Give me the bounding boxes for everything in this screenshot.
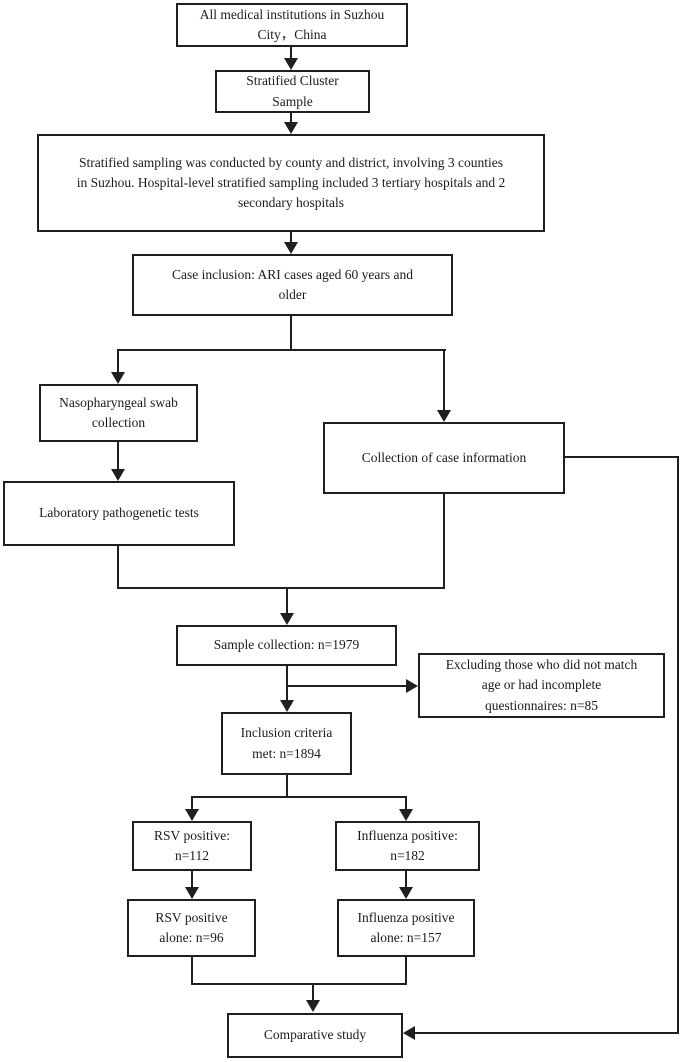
node-influenza-positive: Influenza positive: n=182 (335, 821, 480, 871)
connector-flu-to-alone (405, 871, 407, 888)
connector-flualone-to-merge (405, 957, 407, 985)
connector-caseinfo-right-exit (565, 456, 679, 458)
connector-caseinfo-to-merge (443, 494, 445, 589)
arrowhead-down-icon (280, 700, 294, 712)
connector-branch-to-excluding (286, 685, 407, 687)
node-excluding-label: Excluding those who did not match age or… (445, 657, 638, 713)
connector-split-to-caseinfo (443, 349, 445, 411)
arrowhead-left-icon (403, 1026, 415, 1040)
arrowhead-down-icon (399, 809, 413, 821)
node-stratified-cluster-sample: Stratified Cluster Sample (215, 70, 370, 113)
node-case-information-label: Collection of case information (361, 449, 527, 465)
connector-sampling-to-inclusion (290, 232, 292, 243)
node-laboratory-tests: Laboratory pathogenetic tests (3, 481, 235, 546)
node-influenza-alone: Influenza positive alone: n=157 (337, 899, 475, 957)
arrowhead-right-icon (406, 679, 418, 693)
connector-inclusion-split-bar (117, 349, 446, 351)
node-rsv-alone-label: RSV positive alone: n=96 (155, 909, 228, 945)
node-nasopharyngeal-swab: Nasopharyngeal swab collection (39, 384, 198, 442)
node-inclusion-criteria: Inclusion criteria met: n=1894 (221, 712, 352, 775)
node-influenza-alone-label: Influenza positive alone: n=157 (357, 909, 455, 945)
node-case-information: Collection of case information (323, 422, 565, 494)
arrowhead-down-icon (399, 887, 413, 899)
connector-lab-to-merge (117, 546, 119, 589)
node-inclusion-criteria-label: Inclusion criteria met: n=1894 (240, 725, 333, 761)
node-influenza-positive-label: Influenza positive: n=182 (357, 827, 458, 863)
arrowhead-down-icon (284, 122, 298, 134)
arrowhead-down-icon (111, 469, 125, 481)
node-comparative-study: Comparative study (227, 1013, 403, 1058)
node-all-institutions: All medical institutions in Suzhou City，… (176, 3, 408, 47)
arrowhead-down-icon (185, 809, 199, 821)
node-stratified-sampling-label: Stratified sampling was conducted by cou… (76, 154, 506, 211)
connector-rsv-to-alone (191, 871, 193, 888)
connector-swab-to-lab (117, 442, 119, 470)
connector-criteria-split-bar (191, 796, 407, 798)
arrowhead-down-icon (111, 372, 125, 384)
arrowhead-down-icon (284, 242, 298, 254)
connector-inclusion-split-stem (290, 316, 292, 351)
node-stratified-cluster-sample-label: Stratified Cluster Sample (246, 73, 339, 109)
node-all-institutions-label: All medical institutions in Suzhou City，… (199, 6, 385, 42)
node-laboratory-tests-label: Laboratory pathogenetic tests (39, 505, 199, 521)
connector-institutions-to-cluster (290, 47, 292, 59)
connector-split-to-swab (117, 349, 119, 373)
connector-merge-to-sample (286, 587, 288, 614)
connector-rsvalone-to-merge (191, 957, 193, 985)
node-nasopharyngeal-swab-label: Nasopharyngeal swab collection (59, 394, 178, 430)
node-case-inclusion: Case inclusion: ARI cases aged 60 years … (132, 254, 453, 316)
arrowhead-down-icon (284, 58, 298, 70)
node-comparative-study-label: Comparative study (263, 1027, 367, 1043)
node-excluding: Excluding those who did not match age or… (418, 653, 665, 718)
arrowhead-down-icon (280, 613, 294, 625)
arrowhead-down-icon (306, 1000, 320, 1012)
node-rsv-alone: RSV positive alone: n=96 (127, 899, 256, 957)
connector-split-to-rsv (191, 796, 193, 810)
node-case-inclusion-label: Case inclusion: ARI cases aged 60 years … (171, 266, 414, 302)
connector-right-to-comparative (413, 1032, 679, 1034)
connector-split-to-flu (405, 796, 407, 810)
node-rsv-positive: RSV positive: n=112 (132, 821, 252, 871)
node-stratified-sampling: Stratified sampling was conducted by cou… (37, 134, 545, 232)
arrowhead-down-icon (437, 410, 451, 422)
node-sample-collection: Sample collection: n=1979 (176, 625, 397, 666)
connector-sample-to-criteria (286, 666, 288, 701)
connector-right-vertical (677, 456, 679, 1034)
node-sample-collection-label: Sample collection: n=1979 (213, 637, 360, 653)
connector-cluster-to-sampling (290, 113, 292, 123)
connector-criteria-split-stem (286, 775, 288, 798)
connector-bottom-merge-bar (191, 983, 407, 985)
connector-merge-to-comparative (312, 983, 314, 1001)
node-rsv-positive-label: RSV positive: n=112 (154, 827, 230, 863)
connector-merge-bar (117, 587, 445, 589)
arrowhead-down-icon (185, 887, 199, 899)
